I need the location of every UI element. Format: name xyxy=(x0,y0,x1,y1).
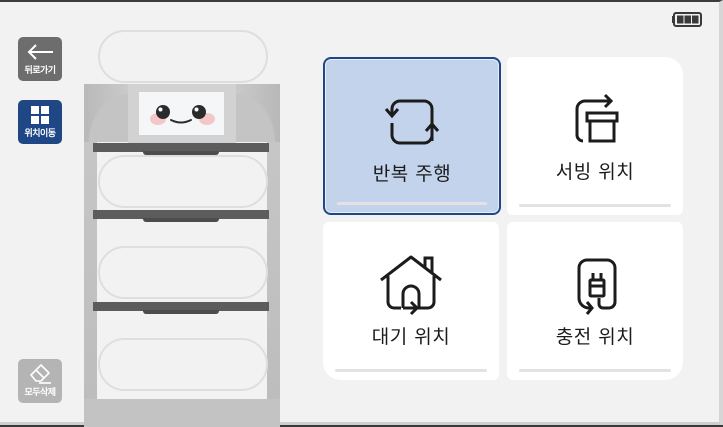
charging-location-tile[interactable]: 충전 위치 xyxy=(507,222,683,380)
clear-all-button[interactable]: 모두삭제 xyxy=(18,359,62,403)
robot-frame-left xyxy=(84,84,97,427)
serving-location-label: 서빙 위치 xyxy=(555,161,635,183)
tray-slot-top[interactable] xyxy=(98,30,268,83)
shelf-1 xyxy=(93,143,269,155)
serving-box-icon xyxy=(563,89,627,153)
robot-frame-right xyxy=(267,84,280,427)
grid-icon xyxy=(30,102,50,128)
charger-plug-icon xyxy=(563,254,627,318)
robot-base xyxy=(84,399,280,427)
tile-underline xyxy=(519,369,671,372)
move-location-button[interactable]: 위치이동 xyxy=(18,100,62,144)
eraser-icon xyxy=(27,361,53,387)
back-button[interactable]: 뒤로가기 xyxy=(18,37,62,81)
standby-location-label: 대기 위치 xyxy=(371,326,451,348)
tile-underline xyxy=(519,204,671,207)
tray-slot-2[interactable] xyxy=(98,246,268,299)
battery-icon xyxy=(672,12,702,27)
home-icon xyxy=(379,254,443,318)
charging-location-label: 충전 위치 xyxy=(555,326,635,348)
shelf-2 xyxy=(93,210,269,222)
back-button-label: 뒤로가기 xyxy=(24,66,56,76)
clear-all-label: 모두삭제 xyxy=(24,388,56,398)
loop-arrows-icon xyxy=(380,91,444,155)
robot-illustration xyxy=(84,22,280,427)
move-location-label: 위치이동 xyxy=(24,129,56,139)
standby-location-tile[interactable]: 대기 위치 xyxy=(323,222,499,380)
robot-face-icon xyxy=(139,92,224,135)
arrow-left-icon xyxy=(26,39,54,65)
tile-underline xyxy=(335,369,487,372)
repeat-drive-tile[interactable]: 반복 주행 xyxy=(323,57,501,215)
shelf-3 xyxy=(93,302,269,314)
tray-slot-1[interactable] xyxy=(98,155,268,208)
tile-underline xyxy=(337,202,487,205)
serving-location-tile[interactable]: 서빙 위치 xyxy=(507,57,683,215)
repeat-drive-label: 반복 주행 xyxy=(372,163,452,185)
tray-slot-3[interactable] xyxy=(98,338,268,391)
